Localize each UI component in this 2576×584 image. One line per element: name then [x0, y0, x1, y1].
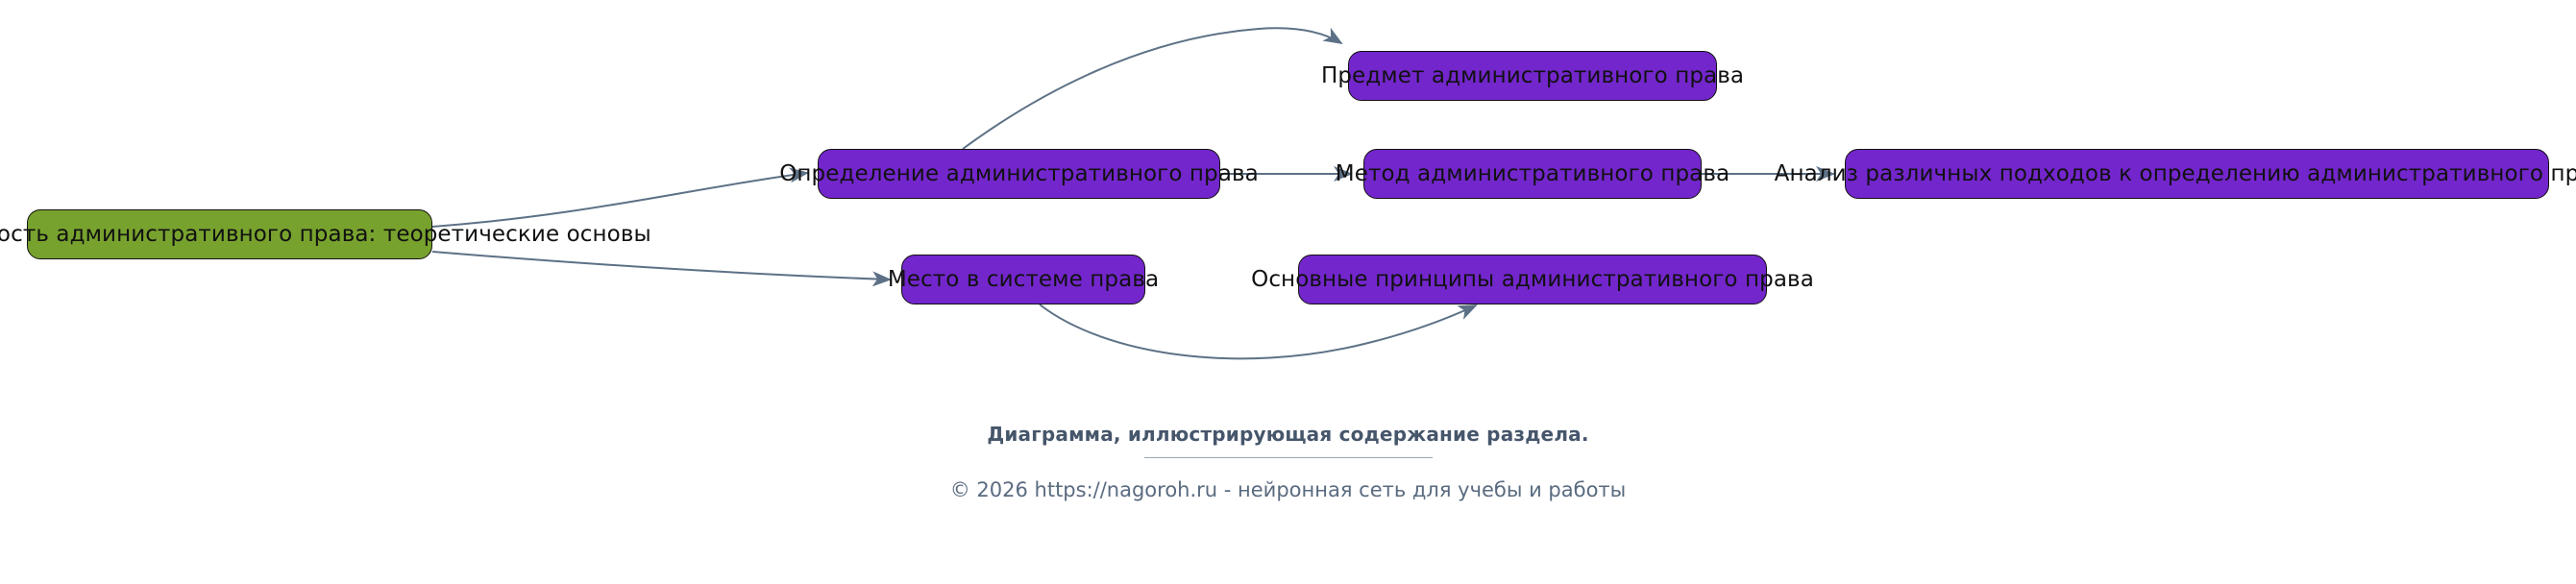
- node-label: Основные принципы административного прав…: [1251, 266, 1814, 292]
- node-label: Предмет административного права: [1320, 62, 1745, 88]
- node-label: Понятие и сущность административного пра…: [0, 221, 651, 247]
- edge-root-to-definition: [431, 167, 809, 228]
- diagram-caption-block: Диаграмма, иллюстрирующая содержание раз…: [0, 423, 2576, 458]
- footer-copyright: © 2026 https://nagoroh.ru - нейронная се…: [949, 478, 1627, 501]
- diagram-node-method[interactable]: Метод административного права: [1336, 149, 1730, 199]
- edge-place-to-principles: [1039, 304, 1478, 360]
- diagram-node-definition[interactable]: Определение административного права: [779, 149, 1259, 199]
- diagram-node-place[interactable]: Место в системе права: [888, 255, 1159, 304]
- node-label: Анализ различных подходов к определению …: [1774, 160, 2576, 186]
- diagram-caption: Диаграмма, иллюстрирующая содержание раз…: [987, 423, 1589, 446]
- diagram-node-approaches[interactable]: Анализ различных подходов к определению …: [1775, 149, 2576, 199]
- diagram-node-principles[interactable]: Основные принципы административного прав…: [1251, 255, 1814, 304]
- caption-divider: [1143, 457, 1433, 458]
- diagram-node-subject[interactable]: Предмет административного права: [1321, 51, 1744, 101]
- edge-root-to-place: [431, 251, 892, 287]
- node-label: Определение административного права: [779, 160, 1259, 186]
- edge-definition-to-subject: [962, 27, 1343, 150]
- node-label: Место в системе права: [887, 266, 1160, 292]
- node-label: Метод административного права: [1335, 160, 1730, 186]
- diagram-node-root[interactable]: Понятие и сущность административного пра…: [0, 209, 651, 259]
